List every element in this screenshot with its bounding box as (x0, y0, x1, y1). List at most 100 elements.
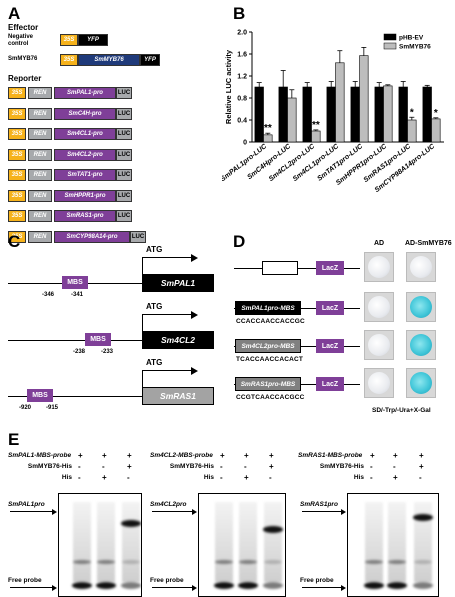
lane-sign: - (127, 473, 130, 482)
reporter-promoter: SmRAS1-pro (54, 210, 116, 222)
probe-box: Sm4CL2pro-MBS (235, 339, 301, 353)
lacz-box: LacZ (316, 261, 344, 275)
smmyb76-effector-label: SmMYB76 (8, 56, 38, 62)
arrow-head-icon (191, 254, 198, 262)
significance-mark: * (434, 108, 438, 119)
colony-ad-smmyb76-tile (406, 252, 436, 282)
colony-ad-smmyb76-tile (406, 368, 436, 398)
arrow-head-icon (192, 584, 197, 591)
complex-label: Sm4CL2pro (150, 501, 187, 508)
lane-sign: - (220, 473, 223, 482)
lane-smear (122, 502, 140, 582)
arrow-head-icon (52, 508, 57, 515)
free-probe-label: Free probe (8, 577, 42, 584)
colony-ad-tile (364, 252, 394, 282)
bar-smmyb76 (311, 130, 321, 143)
free-probe-band (214, 582, 234, 589)
mbs-position-end: -233 (101, 349, 114, 355)
lane-sign: - (220, 462, 223, 471)
free-probe-band (72, 582, 92, 589)
bar-smmyb76 (407, 119, 417, 143)
lane-sign: + (78, 451, 83, 460)
shifted-complex-band (413, 514, 433, 521)
lane-sign: + (102, 451, 107, 460)
negative-control-line1: Negative (8, 34, 34, 40)
arrow-head-icon (341, 508, 346, 515)
reporter-promoter: SmTAT1-pro (54, 169, 116, 181)
lacz-box: LacZ (316, 339, 344, 353)
shifted-complex-band (121, 520, 141, 527)
lane-sign: + (419, 451, 424, 460)
mbs-sequence: CCACCAACCACCGC (236, 318, 305, 325)
promoter-line (8, 340, 142, 341)
effector2-yfp: YFP (140, 54, 160, 66)
negative-control-label: Negative control (8, 34, 33, 48)
arrow-head-icon (191, 311, 198, 319)
colony-white (410, 256, 432, 278)
colony-white (368, 256, 390, 278)
lane-smear (264, 502, 282, 582)
probe-label: SmRAS1-MBS-probe (298, 452, 363, 459)
y-tick-label: 0.4 (237, 118, 247, 125)
medium-label: SD/-Trp/-Ura+X-Gal (372, 407, 431, 414)
y-tick-label: 1.2 (237, 74, 247, 81)
reporter-promoter: SmCYP98A14-pro (54, 230, 130, 243)
lacz-box: LacZ (316, 301, 344, 315)
colony-ad-smmyb76-tile (406, 330, 436, 360)
probe-box: SmRAS1pro-MBS (235, 377, 301, 391)
bar-phb-ev (350, 86, 360, 143)
legend-swatch (383, 42, 397, 50)
tss-arrow-line (142, 257, 192, 259)
lane-sign: + (393, 451, 398, 460)
lacz-tail-line (344, 268, 360, 269)
reporter-35s: 35S (8, 169, 26, 181)
lane-smear (97, 502, 115, 582)
atg-label: ATG (146, 302, 163, 311)
free-probe-label: Free probe (300, 577, 334, 584)
bar-smmyb76 (287, 97, 297, 143)
bar-smmyb76 (383, 85, 393, 143)
lane-sign: + (127, 462, 132, 471)
tss-stem (142, 370, 143, 387)
colony-blue (410, 334, 432, 356)
complex-arrow-line (10, 511, 54, 512)
y-axis-label: Relative LUC activity (224, 49, 233, 124)
reporter-luc: LUC (116, 107, 132, 120)
reporter-35s: 35S (8, 230, 26, 243)
bar-smmyb76 (431, 118, 441, 143)
lane-sign: + (220, 451, 225, 460)
reporter-luc: LUC (116, 87, 132, 99)
colony-ad-tile (364, 368, 394, 398)
lacz-tail-line (344, 384, 360, 385)
reporter-ren: REN (28, 189, 52, 202)
reporter-35s: 35S (8, 210, 26, 222)
tss-stem (142, 257, 143, 274)
reporter-ren: REN (28, 210, 52, 222)
lacz-tail-line (344, 346, 360, 347)
bar-phb-ev (254, 86, 264, 143)
tss-arrow-line (142, 370, 192, 372)
tss-arrow-line (142, 314, 192, 316)
significance-mark: * (410, 107, 414, 118)
lane-sign: + (269, 451, 274, 460)
gene-box: Sm4CL2 (142, 331, 214, 349)
colony-blue (410, 296, 432, 318)
effector-title: Effector (8, 23, 39, 32)
arrow-head-icon (341, 584, 346, 591)
bar-phb-ev (398, 86, 408, 143)
promoter-line (8, 396, 142, 397)
arrow-head-icon (192, 508, 197, 515)
col-ad: AD (374, 240, 385, 247)
panel-d-letter: D (233, 232, 246, 251)
effector2-smmyb76: SmMYB76 (78, 54, 140, 66)
lane-sign: - (419, 473, 422, 482)
mbs-element: MBS (62, 276, 88, 289)
free-arrow-line (152, 587, 194, 588)
lane-sign: + (244, 473, 249, 482)
lane-sign: + (393, 473, 398, 482)
free-probe-band (387, 582, 407, 589)
bar-smmyb76 (359, 55, 369, 143)
free-probe-label: Free probe (150, 577, 184, 584)
bar-phb-ev (422, 86, 432, 143)
lane-sign: - (102, 462, 105, 471)
